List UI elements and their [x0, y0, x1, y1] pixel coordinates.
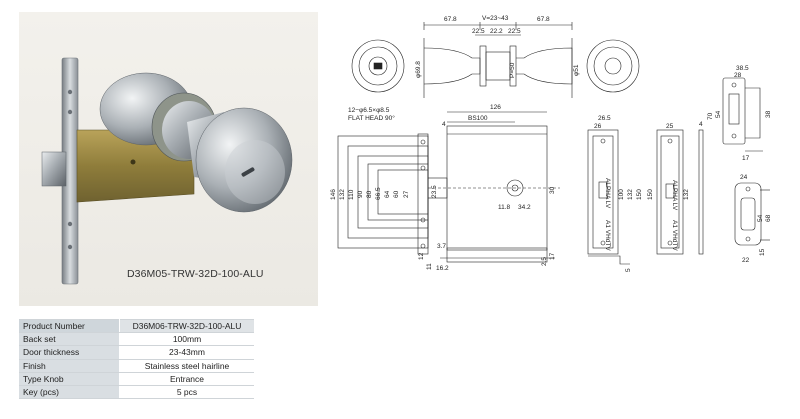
plate-150: 150: [636, 189, 643, 200]
spec-label: Door thickness: [19, 345, 120, 360]
plate-4: 4: [699, 121, 703, 128]
strike-24: 24: [740, 174, 748, 181]
dim-64: 64: [384, 190, 391, 198]
alpha-lv-1: ALPHA LV: [604, 178, 611, 209]
spec-value: Stainless steel hairline: [119, 358, 254, 373]
alpha-a1-1: A1 VHdTV: [604, 220, 611, 251]
dim-rose-3: 22.5: [508, 28, 521, 35]
dim-80: 80: [366, 190, 373, 198]
strike-68: 68: [765, 214, 772, 222]
technical-drawing: 67.8 V=23~43 67.8 22.5 22.2 22.5 φ69.8 φ…: [330, 15, 772, 272]
spec-value: 23-43mm: [119, 345, 254, 360]
strike-38-5: 38.5: [736, 65, 749, 72]
plate-150b: 150: [647, 189, 654, 200]
screw-note: 12−φ6.5×φ8.5: [348, 107, 390, 114]
dim-90: 90: [357, 190, 364, 198]
product-caption: D36M05-TRW-32D-100-ALU: [127, 268, 264, 280]
plate-25: 25: [666, 123, 674, 130]
dim-146: 146: [330, 189, 337, 200]
dim-12: 12: [418, 252, 425, 260]
spec-label: Finish: [19, 358, 120, 373]
spec-row-door-thickness: Door thickness 23-43mm: [19, 345, 254, 360]
spec-row-finish: Finish Stainless steel hairline: [19, 358, 254, 373]
plate-100: 100: [618, 189, 625, 200]
dim-knob-neck: P=50: [509, 62, 516, 78]
dim-body-length: 126: [490, 104, 501, 111]
dim-27: 27: [403, 190, 410, 198]
dim-2-5: 2.5: [541, 257, 548, 266]
spec-value: 5 pcs: [119, 384, 254, 400]
dim-rose-1: 22.5: [472, 28, 485, 35]
dim-rose-2: 22.2: [490, 28, 503, 35]
dim-30: 30: [549, 186, 556, 194]
spec-row-back-set: Back set 100mm: [19, 332, 254, 347]
spec-label: Back set: [19, 332, 120, 347]
dim-11-8: 11.8: [498, 204, 511, 211]
plate-132b: 132: [683, 189, 690, 200]
spec-row-key: Key (pcs) 5 pcs: [19, 384, 254, 400]
strike-54b: 54: [757, 214, 764, 222]
spec-label: Key (pcs): [19, 384, 120, 400]
strike-17: 17: [742, 155, 750, 162]
dim-16-2: 16.2: [436, 265, 449, 272]
strike-54: 54: [715, 110, 722, 118]
strike-28: 28: [734, 72, 742, 79]
spec-row-type-knob: Type Knob Entrance: [19, 371, 254, 386]
dim-backset: BS100: [468, 115, 488, 122]
dim-face-thk: 4: [442, 121, 446, 128]
strike-70: 70: [707, 112, 714, 120]
plate-5: 5: [625, 268, 632, 272]
spec-value: Entrance: [119, 371, 254, 386]
dim-knob-right: 67.8: [537, 16, 550, 23]
dim-door-range: V=23~43: [482, 15, 509, 22]
dim-132: 132: [339, 189, 346, 200]
spec-table: Product Number D36M06-TRW-32D-100-ALU Ba…: [19, 318, 254, 400]
knob-lock-illustration: [41, 57, 293, 285]
spec-value: 100mm: [119, 332, 254, 347]
strike-38: 38: [765, 110, 772, 118]
alpha-lv-2: ALPHA LV: [671, 180, 678, 211]
screw-note-2: FLAT HEAD 90°: [348, 114, 395, 122]
dim-knob-left: 67.8: [444, 16, 457, 23]
alpha-a1-2: A1 VHdTV: [671, 220, 678, 251]
dim-34-2: 34.2: [518, 204, 531, 211]
dim-11: 11: [426, 263, 433, 270]
dim-60: 60: [393, 190, 400, 198]
plate-26-5: 26.5: [598, 115, 611, 122]
spec-value: D36M06-TRW-32D-100-ALU: [119, 318, 254, 334]
dim-23-5: 23.5: [431, 185, 438, 198]
plate-132: 132: [627, 189, 634, 200]
dim-110: 110: [348, 189, 355, 200]
plate-26: 26: [594, 123, 602, 130]
strike-22: 22: [742, 257, 750, 264]
strike-15: 15: [759, 248, 766, 256]
product-photo: D36M05-TRW-32D-100-ALU: [19, 12, 318, 306]
dim-17: 17: [549, 252, 556, 260]
spec-label: Type Knob: [19, 371, 120, 386]
spec-row-product-number: Product Number D36M06-TRW-32D-100-ALU: [19, 318, 254, 334]
dim-rose-dia: φ69.8: [415, 61, 422, 78]
spec-label: Product Number: [19, 318, 120, 334]
dim-66: 66.5: [375, 187, 382, 200]
dim-knob-dia: φ51: [573, 64, 580, 76]
dim-3-7: 3.7: [437, 243, 446, 250]
